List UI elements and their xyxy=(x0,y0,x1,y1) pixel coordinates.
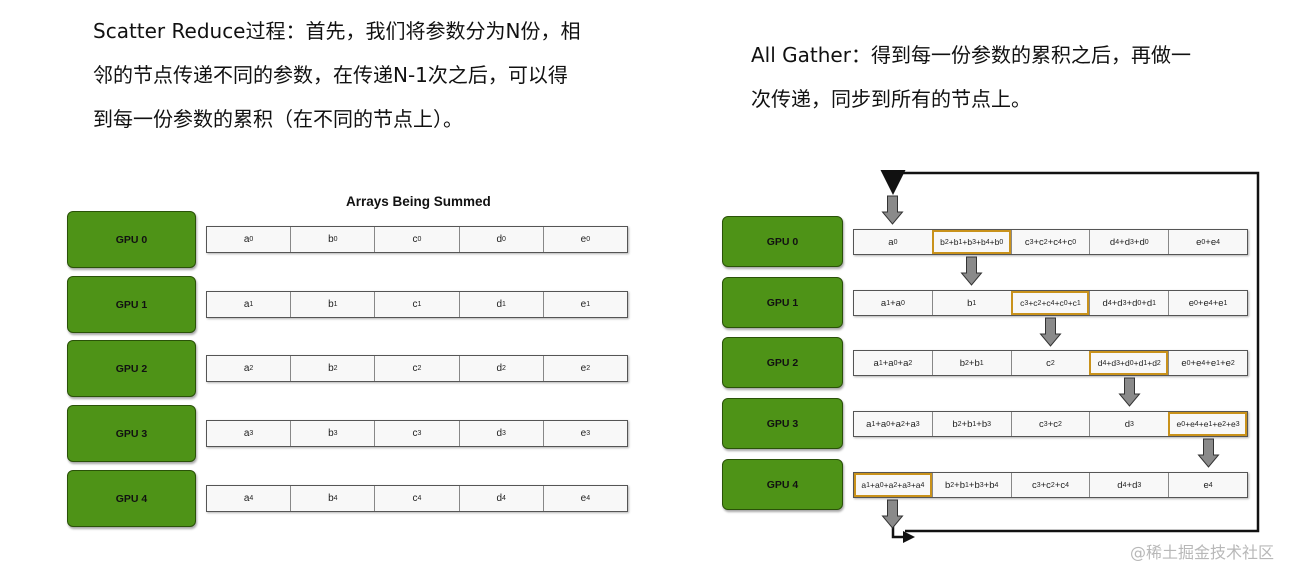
transfer-arrow xyxy=(1197,438,1220,468)
gpu-block-2: GPU 2 xyxy=(722,337,843,388)
gpu-block-0: GPU 0 xyxy=(67,211,196,268)
transfer-arrow xyxy=(881,499,904,529)
transfer-arrow xyxy=(1039,317,1062,347)
caption-line: 到每一份参数的累积（在不同的节点上）。 xyxy=(93,107,463,131)
gpu-block-4: GPU 4 xyxy=(67,470,196,527)
gpu-block-1: GPU 1 xyxy=(722,277,843,328)
transfer-arrow xyxy=(1118,377,1141,407)
ring-loop-line xyxy=(880,170,1260,533)
caption-line: 邻的节点传递不同的参数，在传递N-1次之后，可以得 xyxy=(93,63,568,87)
transfer-arrow xyxy=(960,256,983,286)
caption-line: All Gather：得到每一份参数的累积之后，再做一 xyxy=(751,43,1191,67)
caption-line: Scatter Reduce过程：首先，我们将参数分为N份，相 xyxy=(93,19,581,43)
watermark: @稀土掘金技术社区 xyxy=(1129,543,1274,562)
transfer-arrow xyxy=(881,195,904,225)
gpu-block-1: GPU 1 xyxy=(67,276,196,333)
all-gather-caption: All Gather：得到每一份参数的累积之后，再做一 次传递，同步到所有的节点… xyxy=(751,33,1241,121)
ring-loop-exit-arrowhead xyxy=(903,531,915,543)
gpu-block-0: GPU 0 xyxy=(722,216,843,267)
caption-line: 次传递，同步到所有的节点上。 xyxy=(751,87,1031,111)
gpu-block-3: GPU 3 xyxy=(722,398,843,449)
gpu-block-4: GPU 4 xyxy=(722,459,843,510)
scatter-reduce-caption: Scatter Reduce过程：首先，我们将参数分为N份，相 邻的节点传递不同… xyxy=(93,9,613,141)
gpu-block-2: GPU 2 xyxy=(67,340,196,397)
arrays-being-summed-title: Arrays Being Summed xyxy=(346,194,491,209)
gpu-block-3: GPU 3 xyxy=(67,405,196,462)
